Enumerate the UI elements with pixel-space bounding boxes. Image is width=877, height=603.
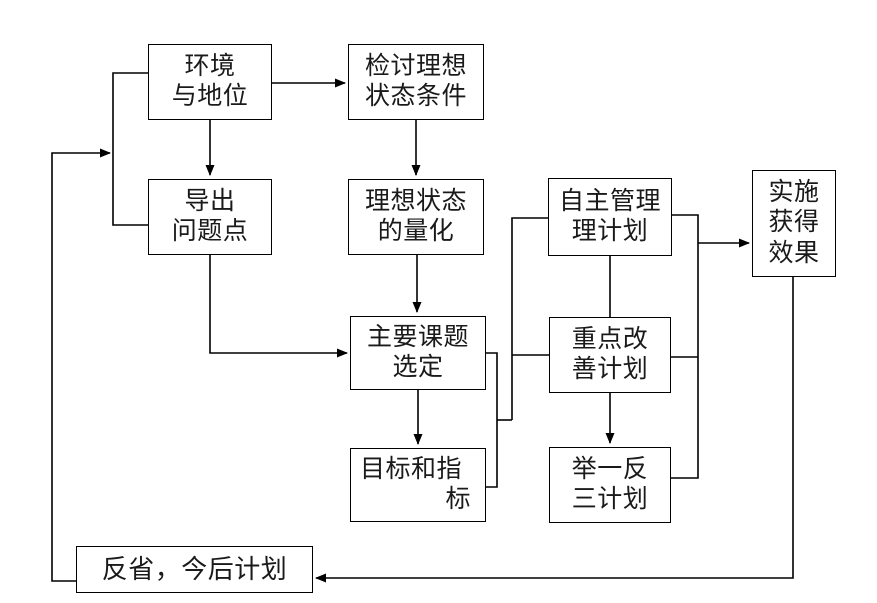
- node-main-topic-selection-line-2: 选定: [392, 354, 444, 381]
- edge-problems-to-main-topic: [209, 255, 348, 358]
- node-ideal-condition-line-2: 状态条件: [364, 83, 467, 110]
- node-key-improvement-plan[interactable]: 重点改 善计划: [549, 317, 671, 393]
- edge-review-to-left-spine: [51, 148, 111, 582]
- node-extend-plan-line-2: 三计划: [571, 486, 649, 513]
- node-autonomous-management-plan[interactable]: 自主管理 理计划: [548, 178, 672, 256]
- node-goals-and-indicators-line-1: 目标和指: [359, 455, 462, 483]
- edge-right-bus-spine: [671, 214, 699, 479]
- node-env-line-1: 环境: [184, 52, 236, 80]
- node-derive-problems-line-2: 问题点: [171, 218, 249, 245]
- node-quantify-ideal-state-line-2: 的量化: [377, 218, 455, 245]
- node-goals-and-indicators-line-2: 标: [445, 486, 471, 513]
- node-goals-and-indicators[interactable]: 目标和指 标: [350, 448, 486, 522]
- node-derive-problems[interactable]: 导出 问题点: [148, 179, 272, 255]
- edge-left-spine: [112, 72, 148, 226]
- edge-effect-to-review: [315, 277, 794, 583]
- edge-plan-bus-spine: [511, 217, 548, 420]
- edge-main-topic-to-plan-bus: [486, 352, 498, 488]
- node-key-improvement-plan-line-2: 善计划: [571, 356, 649, 383]
- node-review-future-plan[interactable]: 反省，今后计划: [76, 546, 313, 593]
- node-implement-results-line-2: 获得: [768, 209, 820, 237]
- node-autonomous-management-plan-line-2: 理计划: [571, 218, 649, 245]
- node-ideal-condition[interactable]: 检讨理想 状态条件: [348, 44, 484, 120]
- node-implement-results-line-3: 效果: [768, 239, 820, 267]
- node-env[interactable]: 环境 与地位: [148, 44, 272, 120]
- node-ideal-condition-line-1: 检讨理想: [364, 52, 467, 80]
- node-quantify-ideal-state-line-1: 理想状态: [364, 187, 467, 215]
- node-main-topic-selection[interactable]: 主要课题 选定: [350, 316, 486, 390]
- node-autonomous-management-plan-line-1: 自主管理: [558, 187, 661, 215]
- node-derive-problems-line-1: 导出: [184, 187, 236, 215]
- node-key-improvement-plan-line-1: 重点改: [571, 325, 649, 353]
- node-implement-results-line-1: 实施: [768, 178, 820, 206]
- node-review-future-plan-line-1: 反省，今后计划: [101, 554, 288, 584]
- node-quantify-ideal-state[interactable]: 理想状态 的量化: [348, 179, 484, 255]
- node-extend-plan-line-1: 举一反: [571, 455, 649, 483]
- node-main-topic-selection-line-1: 主要课题: [366, 323, 469, 351]
- node-env-line-2: 与地位: [171, 83, 249, 110]
- node-implement-results[interactable]: 实施 获得 效果: [752, 170, 836, 277]
- node-extend-plan[interactable]: 举一反 三计划: [549, 447, 671, 523]
